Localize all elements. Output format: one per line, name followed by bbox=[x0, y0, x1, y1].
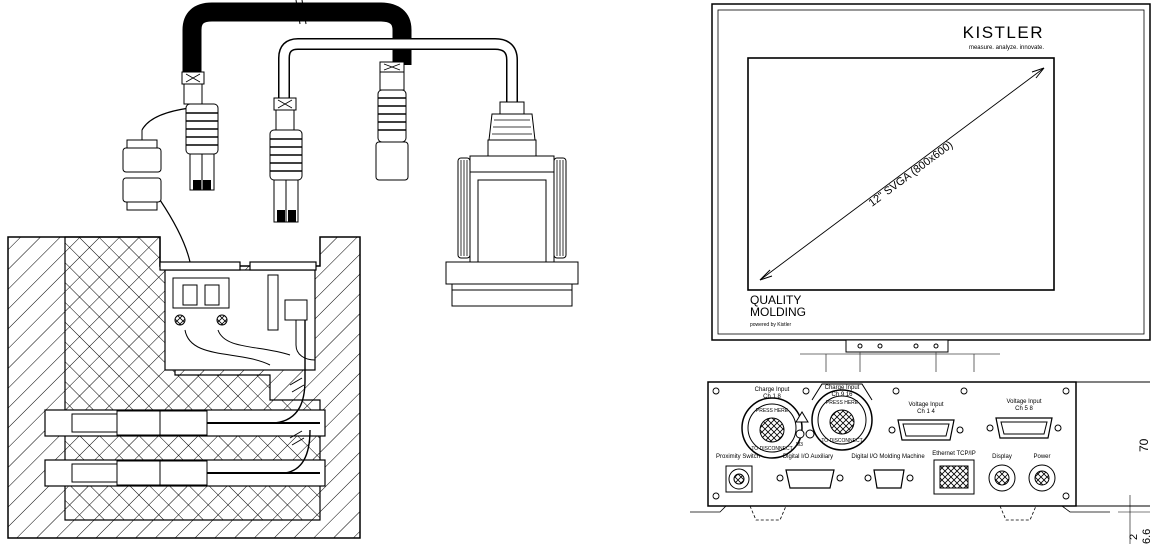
charge-input-2-title: Charge Input bbox=[825, 385, 860, 391]
dimension-foot: 6.6 bbox=[1141, 529, 1151, 544]
monitor: 12" SVGA (800x600) KISTLER measure. anal… bbox=[711, 3, 1151, 372]
pocket-cable-exit bbox=[267, 274, 316, 361]
voltage-input-2-title: Voltage Input bbox=[1006, 399, 1041, 405]
digital-io-machine-label: Digital I/O Molding Machine bbox=[851, 454, 925, 460]
product-logo-line3: powered by Kistler bbox=[750, 322, 791, 328]
mold-insert bbox=[64, 236, 321, 521]
ground-terminal: M3 bbox=[795, 411, 815, 448]
voltage-input-1-port bbox=[888, 419, 964, 441]
proximity-switch-label: Proximity Switch bbox=[716, 454, 760, 460]
ethernet-port bbox=[933, 459, 975, 495]
digital-io-aux-label: Digital I/O Auxiliary bbox=[783, 454, 833, 460]
dimension-marks: 70 2 6.6 bbox=[1112, 438, 1151, 544]
dimension-height: 70 bbox=[1137, 438, 1151, 452]
pocket-connector bbox=[172, 277, 291, 366]
charge-input-2-channels: Ch 9 16 bbox=[831, 392, 853, 398]
charge-input-1-connector: PRESS HERE TO DISCONNECT bbox=[741, 397, 803, 459]
charge-input-1-title: Charge Input bbox=[755, 387, 790, 393]
display-port bbox=[988, 464, 1016, 492]
dimension-offset: 2 bbox=[1128, 534, 1140, 540]
cable-coupler bbox=[122, 130, 162, 211]
screen-diagonal bbox=[759, 67, 1045, 281]
connector-c bbox=[375, 61, 409, 181]
amplifier-device: PRESS HERE TO DISCONNECT Charge Input Ch… bbox=[690, 381, 1151, 544]
digital-io-machine-port bbox=[864, 469, 914, 489]
proximity-switch-port bbox=[725, 465, 753, 493]
digital-io-aux-port bbox=[776, 469, 844, 489]
power-port bbox=[1028, 464, 1056, 492]
brand-tagline: measure. analyze. innovate. bbox=[969, 45, 1044, 51]
svg-text:TO DISCONNECT: TO DISCONNECT bbox=[751, 446, 792, 452]
connector-b bbox=[269, 97, 303, 223]
connector-a bbox=[181, 71, 219, 191]
power-label: Power bbox=[1033, 454, 1050, 460]
ground-mark: M3 bbox=[796, 442, 803, 448]
svg-text:PRESS HERE: PRESS HERE bbox=[756, 408, 789, 414]
monitor-mount bbox=[800, 339, 1000, 372]
mold-assembly bbox=[7, 236, 361, 539]
product-logo-line1: QUALITY bbox=[750, 293, 801, 307]
voltage-input-1-title: Voltage Input bbox=[908, 402, 943, 408]
display-label: Display bbox=[992, 454, 1012, 460]
svg-text:PRESS HERE: PRESS HERE bbox=[826, 400, 859, 406]
product-logo-line2: MOLDING bbox=[750, 305, 806, 319]
voltage-input-1-channels: Ch 1 4 bbox=[917, 409, 935, 415]
charge-input-1-channels: Ch 1 8 bbox=[763, 394, 781, 400]
pressure-sensor-upper bbox=[71, 410, 320, 436]
pressure-sensor-lower bbox=[71, 460, 320, 486]
voltage-input-2-channels: Ch 5 8 bbox=[1015, 406, 1033, 412]
svg-text:TO DISCONNECT: TO DISCONNECT bbox=[821, 438, 862, 444]
dsub-connector bbox=[445, 101, 579, 307]
brand-logo: KISTLER bbox=[963, 23, 1044, 42]
ethernet-label: Ethernet TCP/IP bbox=[932, 451, 976, 457]
voltage-input-2-port bbox=[986, 417, 1062, 439]
charge-input-2-connector: PRESS HERE TO DISCONNECT bbox=[811, 383, 873, 451]
